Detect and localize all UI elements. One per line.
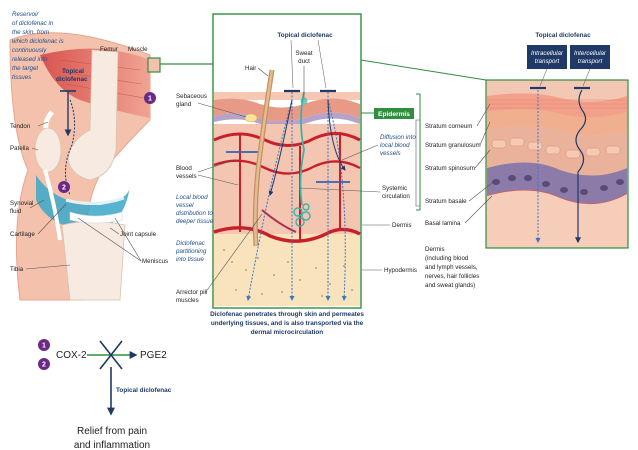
mechanism-marker-1-text: 1 xyxy=(42,343,46,350)
skin-caption-line: Diclofenac penetrates through skin and p… xyxy=(210,311,364,318)
label-systemic: Systemic xyxy=(382,185,407,192)
label-diffusion-2: local blood xyxy=(380,142,410,149)
label-blood-vessels: Blood xyxy=(176,165,192,172)
reservoir-line: tissues xyxy=(12,74,31,81)
label-stratum-corneum: Stratum corneum xyxy=(425,123,472,130)
skin-caption-line: dermal microcirculation xyxy=(251,329,324,336)
label-stratum-basale: Stratum basale xyxy=(425,198,467,205)
epidermis-detail-title: Topical diclofenac xyxy=(535,32,591,39)
knee-marker-2-text: 2 xyxy=(62,185,66,192)
reservoir-line: the target xyxy=(12,65,38,72)
reservoir-line: of diclofenac in xyxy=(12,20,54,27)
label-stratum-granulosum: Stratum granulosum xyxy=(425,142,481,149)
label-basal-lamina: Basal lamina xyxy=(425,220,461,227)
intercellular-label-2: transport xyxy=(578,58,603,65)
dermis-note: nerves, hair follicles xyxy=(425,273,479,280)
reservoir-line: which diclofenac is xyxy=(12,38,64,45)
label-partitioning-2: partitioning xyxy=(175,248,207,255)
intracellular-label: Intracellular xyxy=(531,50,564,57)
label-cartilage: Cartilage xyxy=(10,231,35,238)
knee-topical-label: Topical xyxy=(62,68,84,75)
label-local-blood-4: deeper tissue xyxy=(176,218,214,225)
label-dermis: Dermis xyxy=(392,222,412,229)
skin-hair-label: Hair xyxy=(245,65,256,72)
reservoir-line: continuously xyxy=(12,47,47,54)
label-diffusion: Diffusion into xyxy=(380,134,416,141)
label-tibia: Tibia xyxy=(10,266,24,273)
label-sebaceous: Sebaceous xyxy=(176,93,207,100)
label-patella: Patella xyxy=(10,145,29,152)
label-synovial-fluid: Synovial xyxy=(10,200,33,207)
label-sebaceous-2: gland xyxy=(176,101,192,108)
knee-marker-1-text: 1 xyxy=(148,96,152,103)
label-local-blood: Local blood xyxy=(176,194,208,201)
relief-label-2: and inflammation xyxy=(74,440,150,450)
label-local-blood-2: vessel xyxy=(176,202,194,209)
skin-dermis xyxy=(214,124,360,234)
label-arrector-2: muscles xyxy=(176,297,199,304)
label-arrector: Arrector pili xyxy=(176,289,207,296)
knee-tibia xyxy=(62,222,125,301)
skin-sweat-duct-label-2: duct xyxy=(298,58,310,65)
relief-label: Relief from pain xyxy=(77,426,147,437)
dermis-note: Dermis xyxy=(425,246,445,253)
knee-skin-patch xyxy=(148,58,160,72)
mechanism-panel: 1 2 COX-2 PGE2 Topical diclofenac Relief… xyxy=(38,339,172,450)
mechanism-topical: Topical diclofenac xyxy=(116,387,172,394)
label-diffusion-3: vessels xyxy=(380,150,401,157)
skin-sweat-duct-label: Sweat xyxy=(295,50,312,57)
skin-title: Topical diclofenac xyxy=(277,32,333,39)
label-partitioning: Diclofenac xyxy=(176,240,206,247)
zoom-connector-2 xyxy=(361,60,486,80)
pge2-label: PGE2 xyxy=(140,350,167,361)
knee-patella xyxy=(35,128,61,172)
label-systemic-2: circulation xyxy=(382,193,410,200)
reservoir-line: released into xyxy=(12,56,48,63)
label-blood-vessels-2: vessels xyxy=(176,173,197,180)
label-local-blood-3: distribution to xyxy=(176,210,213,217)
reservoir-line: the skin, from xyxy=(12,29,49,36)
skin-sebaceous-gland xyxy=(245,114,257,122)
dermis-note: and lymph vessels, xyxy=(425,264,478,271)
label-femur: Femur xyxy=(100,46,118,53)
knee-topical-label-2: diclofenac xyxy=(56,76,88,83)
skin-panel: Topical diclofenac Hair Sweat duct Sebac… xyxy=(175,14,420,336)
dermis-note: (including blood xyxy=(425,255,469,262)
label-hypodermis: Hypodermis xyxy=(384,267,417,274)
intercellular-label: Intercellular xyxy=(574,50,607,57)
cox2-label: COX-2 xyxy=(56,350,87,361)
intracellular-label-2: transport xyxy=(535,58,560,65)
label-muscle: Muscle xyxy=(128,46,148,53)
skin-caption-line: underlying tissues, and is also transpor… xyxy=(211,320,364,327)
dermis-note: and sweat glands) xyxy=(425,282,475,289)
label-meniscus: Meniscus xyxy=(142,258,168,265)
reservoir-line: Reservoir xyxy=(12,11,39,18)
knee-panel: 1 2 Reservoir of diclofenac in the skin,… xyxy=(10,11,168,300)
epidermis-tag-text: Epidermis xyxy=(378,111,410,118)
label-partitioning-3: into tissue xyxy=(176,256,204,263)
epidermis-detail-panel: Topical diclofenac Intracellular transpo… xyxy=(416,32,628,289)
label-stratum-spinosum: Stratum spinosum xyxy=(425,165,475,172)
label-joint-capsule: Joint capsule xyxy=(120,231,157,238)
label-tendon: Tendon xyxy=(10,123,31,130)
label-synovial-fluid-2: fluid xyxy=(10,208,22,215)
mechanism-marker-2-text: 2 xyxy=(42,362,46,369)
skin-hypodermis xyxy=(214,234,360,306)
